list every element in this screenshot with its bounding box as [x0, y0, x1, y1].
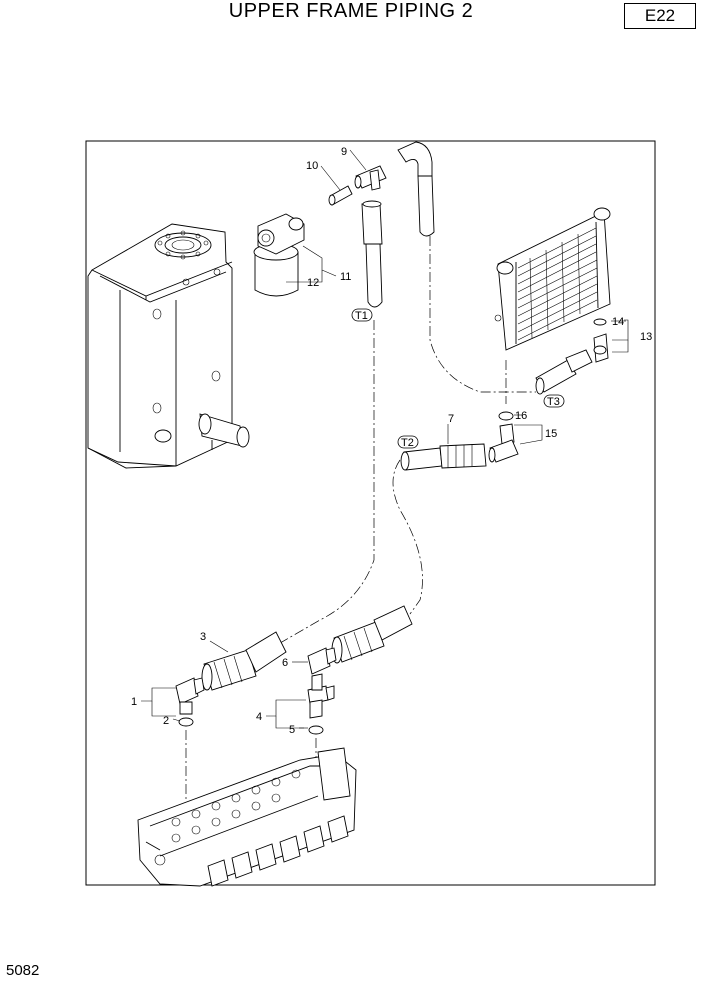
- routing-line-t2: [392, 459, 423, 615]
- connection-tag-t2-label: T2: [401, 437, 414, 449]
- callout-14: 14: [612, 316, 624, 328]
- callout-11: 11: [340, 271, 351, 283]
- callout-10: 10: [306, 160, 318, 172]
- callout-7: 7: [448, 413, 454, 425]
- callout-4: 4: [256, 711, 262, 723]
- callout-12: 12: [307, 277, 319, 289]
- tee-fitting-9: [354, 165, 387, 191]
- hose-3: [201, 631, 287, 691]
- callout-1: 1: [131, 696, 137, 708]
- callout-3: 3: [200, 631, 206, 643]
- connection-tag-t2: T2: [397, 435, 419, 449]
- callout-9: 9: [341, 146, 347, 158]
- fitting-10: [328, 185, 353, 206]
- diagram-frame: [85, 140, 656, 886]
- tee-fitting-4: [307, 673, 335, 735]
- connection-tag-t1: T1: [351, 308, 373, 322]
- callout-16: 16: [515, 410, 527, 422]
- routing-line-t1: [267, 320, 375, 651]
- connection-tag-t3: T3: [543, 394, 565, 408]
- callout-15: 15: [545, 428, 557, 440]
- connection-tag-t1-label: T1: [355, 310, 368, 322]
- oil-cooler: [494, 207, 611, 351]
- elbow-fitting-6: [307, 647, 337, 675]
- callout-labels: 1 2 3 4 5 6 7 9 10 11 12 13 14 15 16: [131, 146, 652, 736]
- elbow-fitting-1: [175, 677, 205, 727]
- hose-7: [400, 443, 487, 471]
- diagram-title: UPPER FRAME PIPING 2: [228, 0, 474, 22]
- page-number: 5082: [6, 962, 40, 979]
- hose-t3: [535, 349, 593, 395]
- hose-upper-right: [397, 141, 435, 237]
- callout-leaders: [141, 149, 629, 729]
- sheet-code-box: E22: [624, 3, 696, 29]
- elbow-fitting-15: [488, 411, 519, 463]
- callout-2: 2: [163, 715, 169, 727]
- hose-center: [331, 605, 413, 664]
- callout-6: 6: [282, 657, 288, 669]
- connection-tag-t3-label: T3: [547, 396, 560, 408]
- callout-13: 13: [640, 331, 652, 343]
- main-control-valve: [137, 747, 357, 887]
- hydraulic-tank: [87, 223, 250, 469]
- return-filter: [253, 213, 305, 297]
- elbow-fitting-13: [593, 318, 609, 363]
- routing-line-cooler: [429, 236, 536, 393]
- callout-5: 5: [289, 724, 295, 736]
- hose-t1: [361, 200, 383, 308]
